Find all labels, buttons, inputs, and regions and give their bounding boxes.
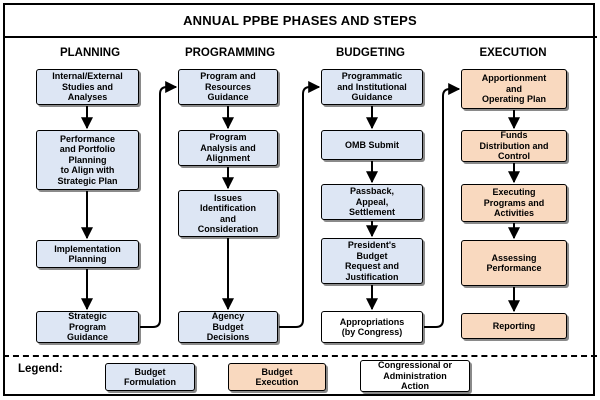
step-passback-appeal-settlement: Passback, Appeal, Settlement xyxy=(321,184,423,220)
connector-planning-to-programming xyxy=(140,81,178,328)
legend-item-budget-formulation: Budget Formulation xyxy=(105,363,195,391)
legend-divider xyxy=(3,355,597,357)
column-heading-budgeting: BUDGETING xyxy=(336,47,405,59)
step-program-analysis-alignment: Program Analysis and Alignment xyxy=(178,130,278,166)
step-issues-identification: Issues Identification and Consideration xyxy=(178,190,278,237)
connector-budgeting-to-execution xyxy=(424,83,461,328)
title-divider xyxy=(3,36,597,38)
legend-label: Legend: xyxy=(18,363,63,375)
step-apportionment-operating-plan: Apportionment and Operating Plan xyxy=(461,69,567,109)
step-reporting: Reporting xyxy=(461,313,567,339)
step-executing-programs-activities: Executing Programs and Activities xyxy=(461,184,567,222)
column-heading-planning: PLANNING xyxy=(59,47,121,59)
step-implementation-planning: Implementation Planning xyxy=(36,240,139,268)
step-programmatic-institutional-guidance: Programmatic and Institutional Guidance xyxy=(321,69,423,105)
diagram-title: ANNUAL PPBE PHASES AND STEPS xyxy=(183,13,417,28)
legend-item-budget-execution: Budget Execution xyxy=(228,363,326,391)
step-strategic-program-guidance: Strategic Program Guidance xyxy=(36,311,139,343)
column-heading-execution: EXECUTION xyxy=(479,47,547,59)
step-assessing-performance: Assessing Performance xyxy=(461,240,567,286)
step-performance-portfolio-planning: Performance and Portfolio Planning to Al… xyxy=(36,130,139,190)
connector-programming-to-budgeting xyxy=(279,81,321,328)
step-internal-external-studies: Internal/External Studies and Analyses xyxy=(36,69,139,105)
step-program-resources-guidance: Program and Resources Guidance xyxy=(178,69,278,105)
step-omb-submit: OMB Submit xyxy=(321,130,423,160)
column-heading-programming: PROGRAMMING xyxy=(184,47,276,59)
step-agency-budget-decisions: Agency Budget Decisions xyxy=(178,311,278,343)
step-funds-distribution-control: Funds Distribution and Control xyxy=(461,130,567,162)
legend-item-congressional-action: Congressional or Administration Action xyxy=(360,360,470,392)
step-presidents-budget-request: President's Budget Request and Justifica… xyxy=(321,238,423,284)
step-appropriations: Appropriations (by Congress) xyxy=(321,311,423,343)
